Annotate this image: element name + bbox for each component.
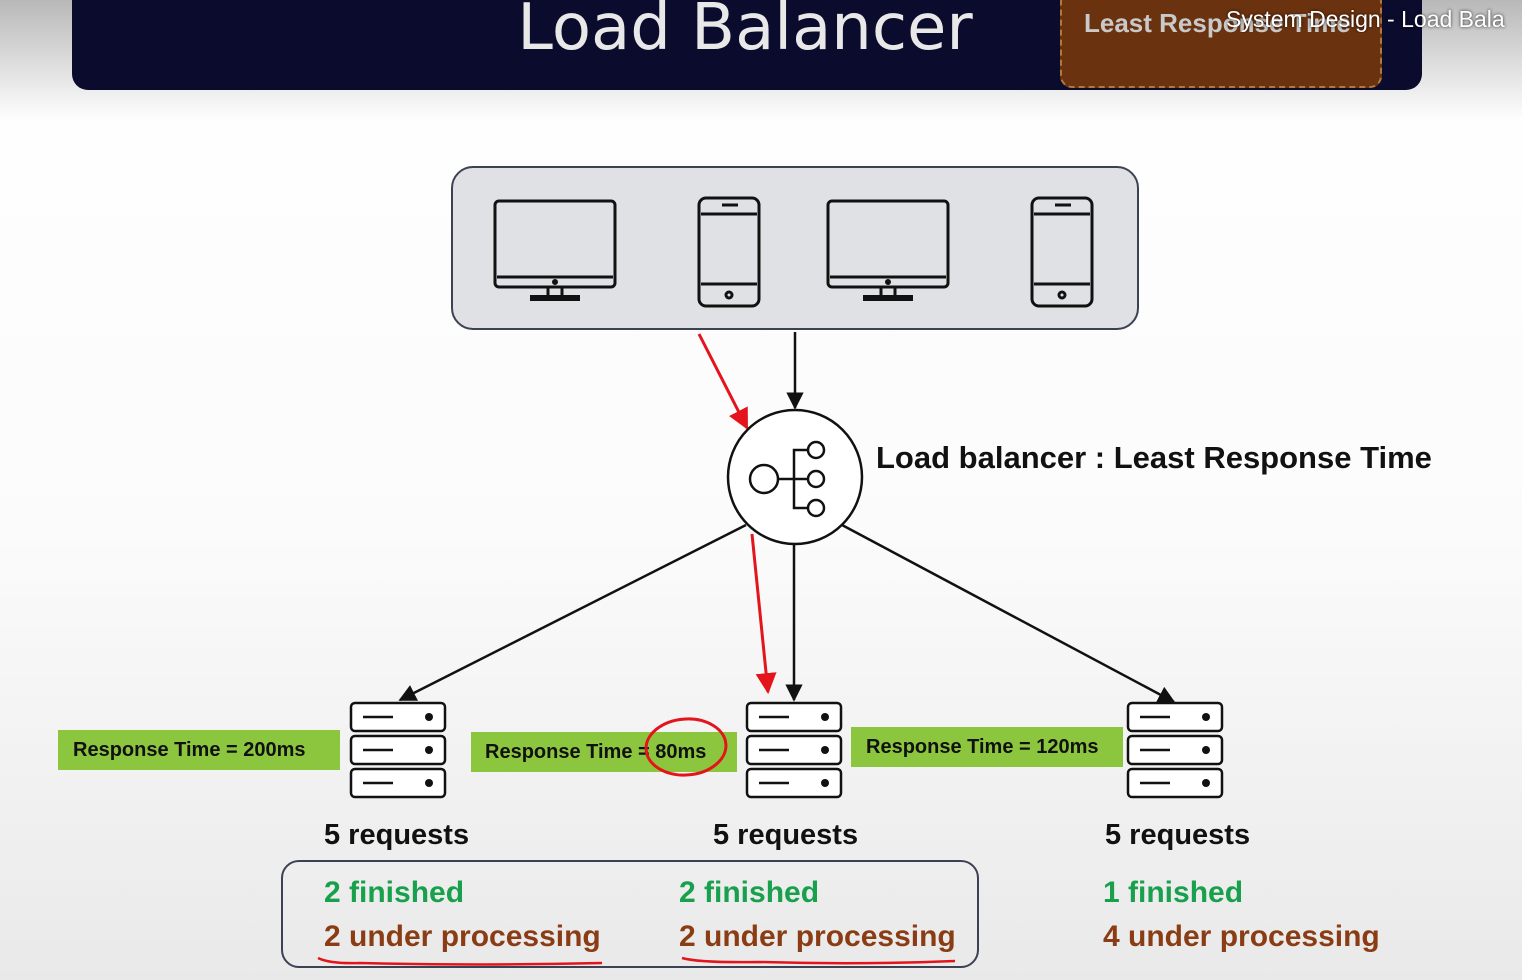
red-underline-annotation [681, 956, 956, 965]
smartphone-icon [697, 196, 761, 308]
red-annotation-arrow-out [750, 533, 777, 695]
clients-group-box [451, 166, 1139, 330]
server-2-processing: 2 under processing [679, 920, 956, 953]
header-tag-label: Least Response Time [1084, 8, 1351, 38]
server-rack-icon [349, 701, 447, 799]
load-balancer-icon [726, 408, 864, 546]
server-rack-icon [745, 701, 843, 799]
slide-title: Load Balancer [517, 0, 973, 65]
server-1-processing: 2 under processing [324, 920, 601, 953]
response-time-server-2: Response Time = 80ms [471, 732, 737, 772]
server-3-finished: 1 finished [1103, 876, 1244, 909]
red-annotation-arrow-in [697, 333, 749, 430]
highlighted-status-box [281, 860, 979, 968]
server-3-requests: 5 requests [1105, 819, 1251, 851]
smartphone-icon [1030, 196, 1094, 308]
server-3-processing: 4 under processing [1103, 920, 1380, 953]
server-2-finished: 2 finished [679, 876, 820, 909]
server-1-requests: 5 requests [324, 819, 470, 851]
monitor-icon [493, 199, 617, 301]
header-tag-box [1060, 0, 1382, 88]
lb-to-server-1-arrow [398, 523, 747, 702]
server-1-finished: 2 finished [324, 876, 465, 909]
video-title[interactable]: System Design - Load Bala [1226, 6, 1505, 32]
monitor-icon [826, 199, 950, 301]
server-rack-icon [1126, 701, 1224, 799]
server-2-requests: 5 requests [713, 819, 859, 851]
load-balancer-label: Load balancer : Least Response Time [876, 440, 1432, 475]
response-time-server-3: Response Time = 120ms [851, 727, 1123, 767]
lb-to-server-3-arrow [841, 523, 1176, 704]
red-circle-annotation [644, 717, 728, 777]
red-underline-annotation [317, 956, 603, 966]
response-time-server-1: Response Time = 200ms [58, 730, 340, 770]
